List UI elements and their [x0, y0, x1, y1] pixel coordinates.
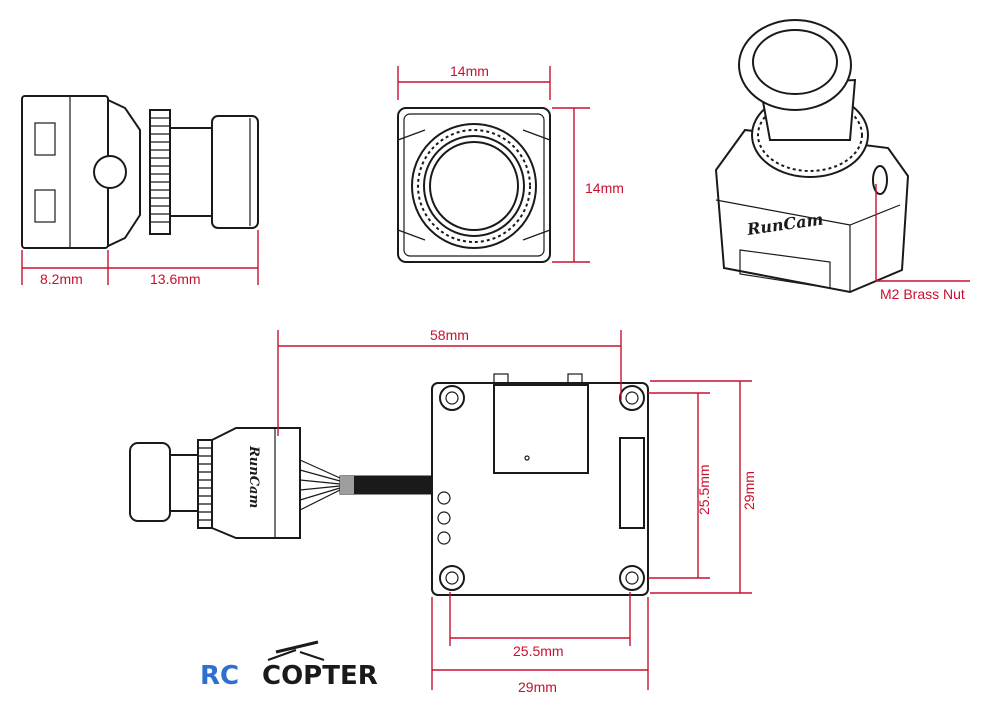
dim-14mm-height: 14mm — [585, 180, 624, 196]
watermark-copter: COPTER — [262, 661, 378, 691]
camera-iso-view: RunCam — [714, 19, 910, 294]
dim-25-5mm-vertical: 25.5mm — [696, 464, 712, 515]
dim-29mm-vertical: 29mm — [741, 471, 757, 510]
camera-side-view — [21, 95, 259, 249]
dim-29mm-horizontal: 29mm — [518, 679, 557, 695]
side-view-dimensions: 8.2mm 13.6mm — [21, 230, 259, 287]
front-view-dimensions: 14mm 14mm — [397, 63, 624, 263]
dim-8-2mm: 8.2mm — [40, 271, 83, 287]
side-knurl — [150, 117, 170, 223]
dim-13-6mm: 13.6mm — [150, 271, 201, 287]
assembly-dimensions: 58mm 25.5mm 29mm 25.5mm 29mm — [277, 327, 757, 695]
quad-icon — [267, 640, 325, 661]
bottom-knurl — [198, 447, 212, 521]
dim-58mm: 58mm — [430, 327, 469, 343]
camera-front-view — [397, 107, 551, 263]
dim-14mm-width: 14mm — [450, 63, 489, 79]
label-m2-brass-nut: M2 Brass Nut — [880, 286, 965, 302]
dim-25-5mm-horizontal: 25.5mm — [513, 643, 564, 659]
rc-copter-watermark: RC COPTER — [200, 640, 378, 691]
iso-view-annotation: M2 Brass Nut — [875, 184, 970, 302]
bottom-camera-logo: RunCam — [246, 445, 261, 508]
watermark-rc: RC — [200, 661, 239, 691]
circuit-board — [431, 373, 649, 596]
